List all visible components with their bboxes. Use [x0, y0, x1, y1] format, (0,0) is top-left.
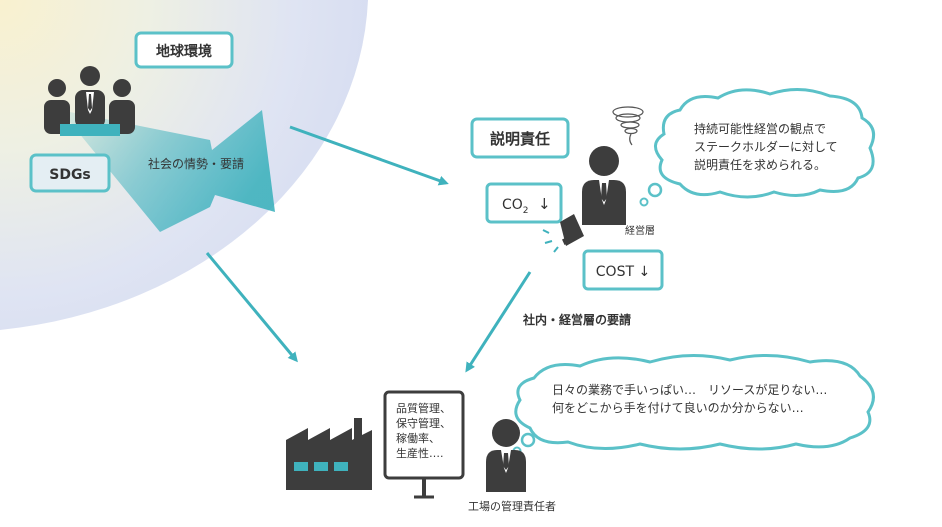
- alarm-bell-icon: [542, 214, 584, 253]
- factory-thought-line-2: 何をどこから手を付けて良いのか分からない…: [552, 400, 804, 415]
- sdgs-label: SDGs: [49, 167, 91, 183]
- factory-thought-line-1: 日々の業務で手いっぱい… リソースが足りない…: [552, 382, 827, 397]
- executive-role-label: 経営層: [625, 224, 655, 237]
- executive-thought-line-1: 持続可能性経営の観点で: [694, 121, 826, 136]
- task-board: 品質管理、 保守管理、 稼働率、 生産性….: [383, 390, 465, 499]
- board-line-1: 品質管理、: [396, 401, 451, 415]
- global-environment-label: 地球環境: [156, 43, 212, 60]
- executive-thought-cloud: 持続可能性経営の観点で ステークホルダーに対して 説明責任を求められる。: [639, 88, 876, 207]
- cost-label: COST ↓: [596, 264, 650, 280]
- accountability-box: 説明責任: [470, 117, 570, 159]
- cost-box: COST ↓: [582, 249, 664, 291]
- board-line-4: 生産性….: [396, 446, 444, 460]
- board-line-2: 保守管理、: [396, 416, 451, 430]
- co2-box: CO2 ↓: [485, 182, 563, 224]
- global-environment-box: 地球環境: [134, 31, 234, 69]
- svg-text:CO2: CO2: [502, 197, 529, 216]
- executive-thought-line-2: ステークホルダーに対して: [694, 139, 838, 154]
- factory-manager-label: 工場の管理責任者: [468, 499, 556, 513]
- people-group-icon: [44, 66, 135, 136]
- executive-thought-line-3: 説明責任を求められる。: [694, 157, 826, 172]
- sdgs-box: SDGs: [29, 153, 111, 193]
- social-demand-label: 社会の情勢・要請: [148, 156, 244, 171]
- tornado-icon: [612, 106, 644, 146]
- internal-demand-label: 社内・経営層の要請: [522, 312, 631, 327]
- factory-icon: [286, 418, 372, 490]
- arrow-to-management: [289, 125, 449, 186]
- social-demand-arrow: [60, 110, 275, 232]
- arrow-management-to-factory: [465, 271, 532, 373]
- factory-manager-figure: [486, 419, 526, 492]
- arrow-to-factory: [205, 252, 298, 363]
- co2-arrow: ↓: [538, 195, 551, 213]
- executive-figure: [582, 146, 626, 225]
- factory-manager-thought-cloud: 日々の業務で手いっぱい… リソースが足りない… 何をどこから手を付けて良いのか分…: [512, 354, 875, 456]
- board-line-3: 稼働率、: [396, 431, 440, 445]
- co2-label: CO: [502, 197, 523, 213]
- co2-subscript: 2: [523, 206, 529, 216]
- accountability-label: 説明責任: [490, 130, 550, 148]
